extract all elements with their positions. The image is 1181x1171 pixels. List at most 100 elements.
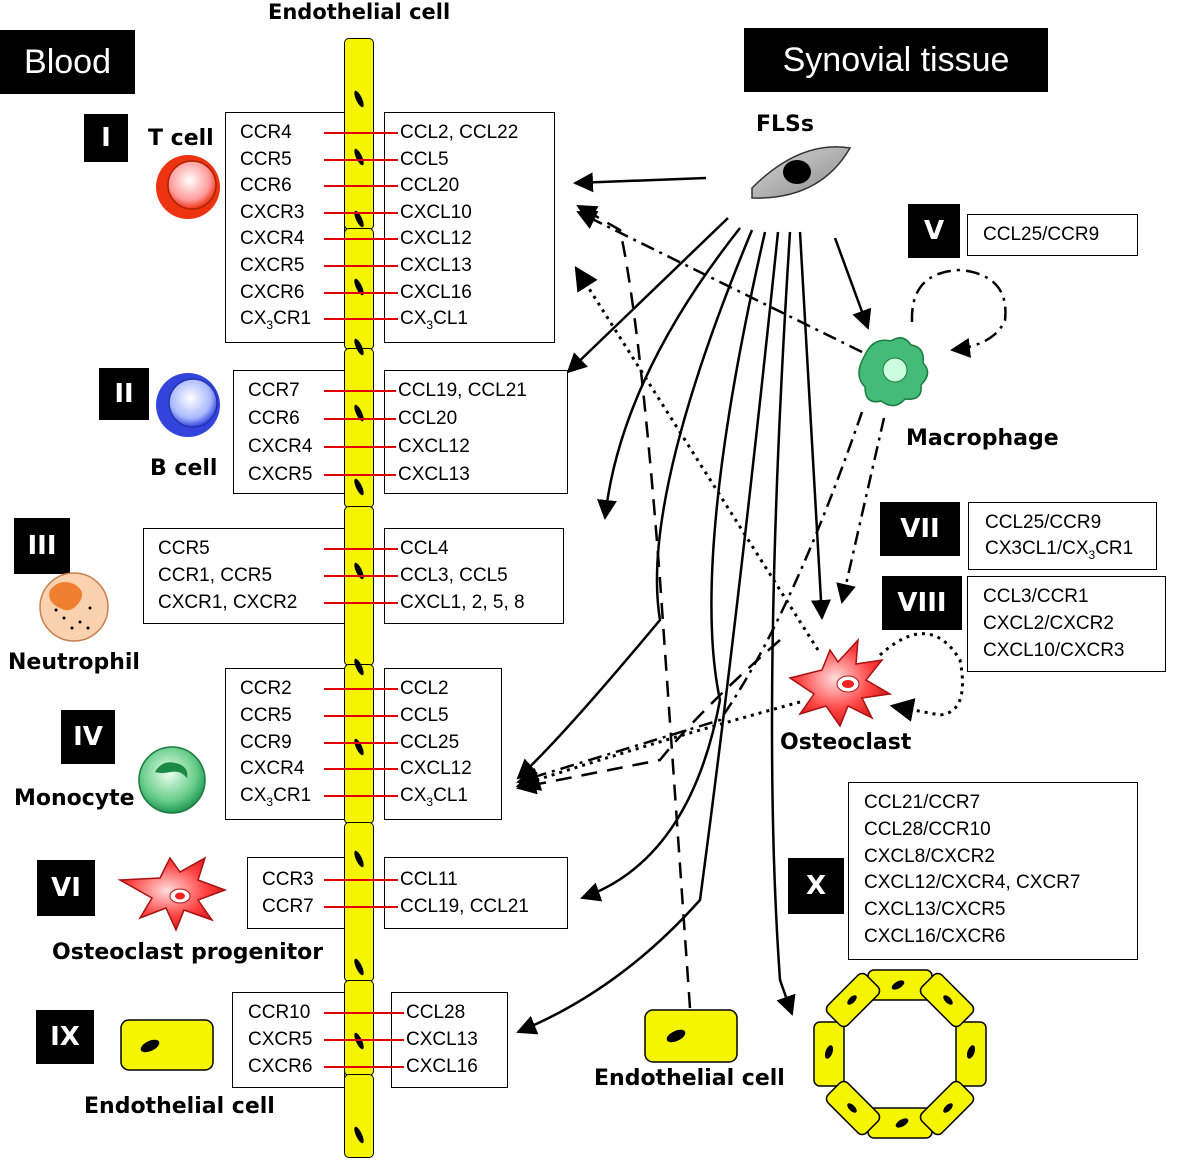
binding-line [324, 1039, 404, 1041]
group-IV-badge: IV [61, 710, 115, 764]
ligand-receptor-pair: CCL3/CCR1 [983, 586, 1089, 607]
ligand-label: CCL11 [400, 869, 458, 890]
group-VIII-badge: VIII [882, 576, 962, 630]
ligand-label: CXCL16 [400, 281, 472, 303]
group-VII-badge: VII [880, 502, 960, 556]
receptor-label: CXCR6 [240, 281, 305, 303]
ligand-label: CCL3, CCL5 [400, 565, 508, 586]
ligand-receptor-pair: CCL25/CCR9 [985, 512, 1102, 533]
binding-line [324, 1012, 404, 1014]
group-IX-receptor-box [232, 992, 345, 1088]
group-VI-ligand-box [384, 857, 568, 929]
receptor-label: CCR1, CCR5 [158, 565, 273, 586]
binding-line [324, 132, 398, 134]
ligand-label: CXCL12 [400, 758, 472, 780]
receptor-label: CXCR3 [240, 201, 305, 223]
receptor-label: CCR7 [248, 380, 300, 401]
receptor-label: CCR3 [262, 869, 314, 890]
ligand-receptor-pair: CX3CL1/CX3CR1 [985, 538, 1134, 562]
ligand-label: CXCL13 [398, 464, 470, 485]
group-II-ligand-box [384, 370, 568, 494]
binding-line [324, 318, 398, 321]
osteoclast-label: Osteoclast [780, 730, 912, 755]
ligand-label: CCL20 [400, 175, 460, 197]
endothelial-arrows [516, 204, 781, 1009]
binding-line [324, 390, 396, 392]
osteoclast-icon [788, 637, 893, 728]
ligand-label: CCL4 [400, 538, 449, 559]
monocyte-icon [138, 746, 206, 814]
neutrophil-icon [39, 572, 109, 642]
binding-line [324, 906, 398, 908]
ligand-receptor-pair: CXCL12/CXCR4, CXCR7 [864, 872, 1081, 894]
binding-line [324, 238, 398, 241]
group-I-ligand-box [384, 112, 555, 343]
binding-line [324, 879, 398, 881]
neutrophil-label: Neutrophil [8, 650, 140, 675]
binding-line [324, 795, 398, 798]
ligand-receptor-pair: CCL25/CCR9 [983, 224, 1100, 245]
ligand-label: CXCL12 [398, 436, 470, 457]
group-IX-badge: IX [36, 1010, 94, 1064]
macrophage-label: Macrophage [906, 426, 1059, 451]
receptor-label: CCR7 [262, 896, 314, 917]
binding-line [324, 714, 398, 717]
ligand-label: CCL20 [398, 408, 458, 429]
receptor-label: CXCR5 [240, 255, 305, 276]
ligand-receptor-pair: CXCL16/CXCR6 [864, 926, 1006, 947]
binding-line [324, 602, 398, 604]
macrophage-arrows [516, 210, 1007, 787]
group-I-badge: I [84, 114, 128, 162]
receptor-label: CCR4 [240, 122, 292, 143]
binding-line [324, 418, 396, 420]
fls-icon [751, 146, 852, 199]
ligand-label: CCL2, CCL22 [400, 122, 519, 143]
osteoclast-progenitor-label: Osteoclast progenitor [52, 940, 324, 965]
receptor-label: CCR5 [240, 704, 292, 726]
receptor-label: CX3CR1 [240, 785, 312, 809]
binding-line [324, 446, 396, 448]
receptor-label: CXCR4 [240, 228, 305, 250]
receptor-label: CXCR4 [248, 436, 313, 457]
b-cell-icon [156, 373, 220, 437]
group-VI-receptor-box [247, 857, 345, 929]
receptor-label: CCR6 [240, 175, 292, 197]
fls-label: FLSs [756, 112, 814, 137]
osteoclast-progenitor-icon [117, 856, 228, 932]
ligand-label: CXCL1, 2, 5, 8 [400, 592, 525, 613]
blood-vessel-ring-icon [813, 969, 987, 1139]
receptor-label: CXCR6 [248, 1056, 313, 1077]
receptor-label: CXCR5 [248, 1029, 313, 1050]
blood-header: Blood [0, 30, 135, 94]
binding-line [324, 1066, 404, 1068]
endothelial-cell-bottom-icon [644, 1009, 738, 1063]
binding-line [324, 575, 398, 577]
ligand-label: CCL5 [400, 704, 449, 726]
binding-line [324, 265, 398, 267]
group-IV-ligand-box [384, 668, 502, 820]
binding-line [324, 741, 398, 744]
group-IV-receptor-box [225, 668, 345, 820]
receptor-label: CXCR1, CXCR2 [158, 592, 298, 613]
group-VI-badge: VI [37, 860, 95, 916]
ligand-receptor-pair: CCL21/CCR7 [864, 792, 981, 813]
group-III-receptor-box [143, 528, 345, 624]
binding-line [324, 688, 398, 690]
t-cell-label: T cell [148, 126, 214, 151]
group-X-badge: X [788, 858, 844, 914]
endothelial-cell-top-label: Endothelial cell [268, 0, 451, 24]
ligand-receptor-pair: CXCL13/CXCR5 [864, 899, 1006, 921]
synovial-tissue-header: Synovial tissue [744, 28, 1048, 92]
receptor-label: CCR5 [240, 148, 292, 170]
binding-line [324, 474, 396, 476]
receptor-label: CXCR5 [248, 464, 313, 485]
endothelial-segment [344, 1074, 374, 1158]
group-V-box [967, 214, 1138, 256]
binding-line [324, 158, 398, 161]
t-cell-icon [156, 155, 220, 219]
monocyte-label: Monocyte [14, 786, 135, 811]
binding-line [324, 185, 398, 188]
binding-line [324, 768, 398, 771]
ligand-label: CCL19, CCL21 [398, 380, 527, 401]
receptor-label: CXCR4 [240, 758, 305, 780]
